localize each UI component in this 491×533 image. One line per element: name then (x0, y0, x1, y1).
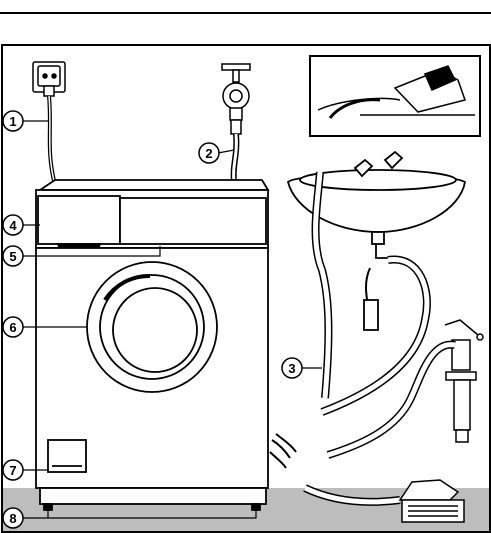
water-tap (222, 64, 250, 134)
detergent-drawer (38, 196, 120, 244)
callout-4: 4 (3, 215, 23, 235)
callout-3: 3 (282, 358, 302, 378)
washing-machine (36, 180, 268, 510)
callout-6-label: 6 (9, 320, 16, 335)
callout-5: 5 (3, 246, 23, 266)
callout-6: 6 (3, 317, 23, 337)
callout-8: 8 (3, 508, 23, 528)
callout-7: 7 (3, 460, 23, 480)
callout-2: 2 (199, 143, 219, 163)
callout-3-label: 3 (288, 361, 295, 376)
callout-2-label: 2 (205, 146, 212, 161)
callout-8-label: 8 (9, 511, 16, 526)
callout-1-label: 1 (9, 114, 16, 129)
floor-drain (400, 480, 464, 522)
hose-connectors (270, 434, 296, 468)
service-flap (48, 440, 86, 472)
power-socket (33, 62, 65, 96)
control-panel (120, 198, 266, 244)
callout-4-label: 4 (9, 218, 17, 233)
callout-7-label: 7 (9, 463, 16, 478)
standpipe (445, 320, 483, 442)
callout-5-label: 5 (9, 249, 16, 264)
callout-1: 1 (3, 111, 23, 131)
adjustable-feet (44, 504, 52, 510)
inset-detail (310, 56, 480, 136)
